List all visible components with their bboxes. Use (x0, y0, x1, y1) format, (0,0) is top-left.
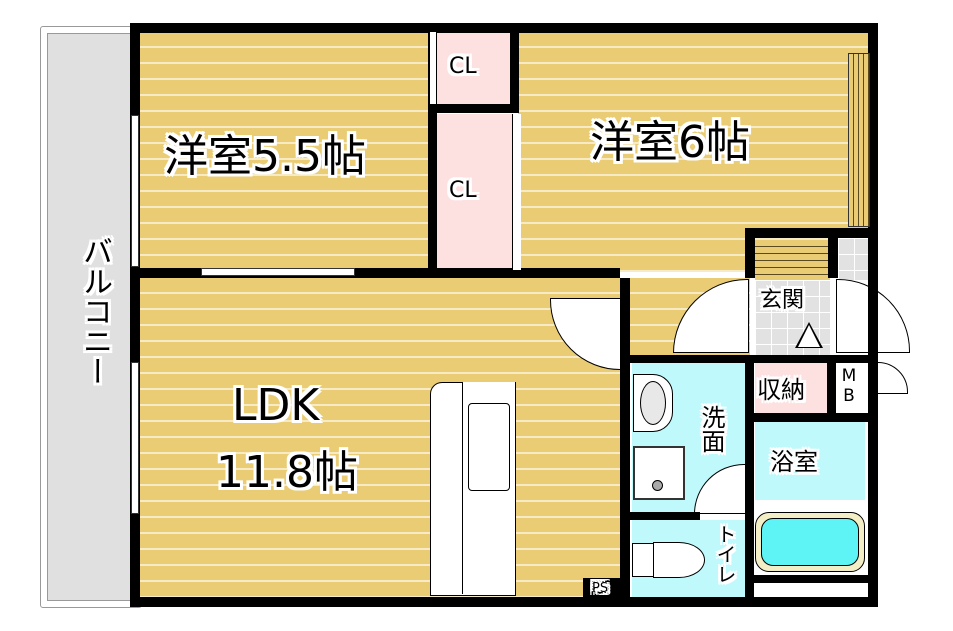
balcony-window-upper[interactable] (131, 115, 139, 267)
balcony-window-lower[interactable] (131, 362, 139, 514)
storage (755, 362, 827, 414)
western-room-6-label: 洋室6帖 (590, 117, 750, 168)
western-room-5-5-label: 洋室5.5帖 (164, 131, 366, 182)
storage-label: 収納 (757, 376, 805, 404)
pipe-space (583, 578, 620, 598)
closet-1 (436, 32, 512, 104)
closet-1-door-strip[interactable] (430, 32, 436, 104)
wall-right (868, 23, 878, 607)
entrance-side-tile (838, 238, 868, 280)
bathtub-icon (755, 512, 865, 572)
wall-left (130, 23, 140, 607)
bathroom (755, 422, 865, 502)
closet-2 (436, 114, 512, 270)
washbasin-icon (633, 374, 673, 432)
kitchen-sink-icon (468, 403, 510, 491)
balcony-label: バルコニー (77, 236, 112, 386)
interior-sliding-door[interactable] (201, 268, 355, 276)
western-room-5-5 (140, 32, 430, 272)
entrance-floor (755, 280, 830, 360)
wall-top (130, 23, 878, 33)
bay-window[interactable] (848, 53, 870, 227)
balcony (40, 26, 142, 608)
pipe-space-label: PS (592, 581, 609, 596)
ldk-label: LDK (232, 380, 320, 431)
washing-machine-pan-icon (633, 446, 685, 500)
wall-bottom (130, 597, 878, 607)
bathroom-label: 浴室 (770, 448, 818, 476)
entrance-step (755, 240, 830, 280)
entrance-label: 玄関 (760, 288, 805, 313)
meter-box-label: MB (839, 366, 859, 406)
closet-door-strip[interactable] (512, 114, 521, 270)
meter-box (836, 362, 864, 414)
washroom-label: 洗面 (697, 405, 725, 453)
toilet-label: トイレ (713, 524, 737, 584)
ldk-size-label: 11.8帖 (216, 447, 358, 498)
closet-1-label: CL (449, 54, 477, 79)
ldk-room (140, 278, 620, 598)
closet-2-label: CL (449, 178, 477, 203)
